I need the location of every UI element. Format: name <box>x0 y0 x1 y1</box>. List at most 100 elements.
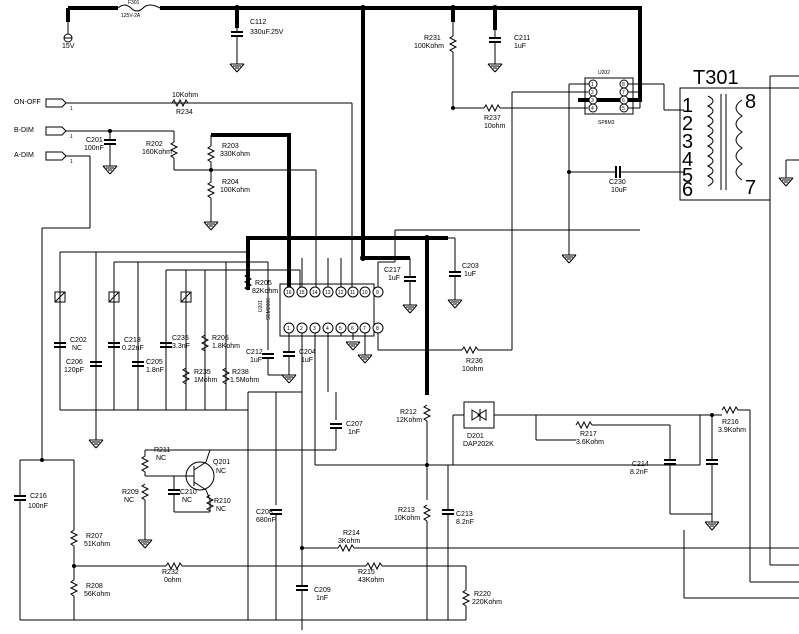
c202-ref: C202 <box>70 337 87 344</box>
cap-c230: C230 10uF <box>567 165 684 194</box>
svg-text:2: 2 <box>682 113 693 135</box>
c217-value: 1uF <box>388 275 400 282</box>
res-r207-r208: R207 51Kohm R208 56Kohm <box>42 459 110 620</box>
svg-text:6: 6 <box>351 326 354 332</box>
power-bus <box>66 6 642 395</box>
c215-ref: C213 <box>456 511 473 518</box>
c204-value: 1uF <box>301 357 313 364</box>
svg-text:16: 16 <box>286 290 292 296</box>
svg-text:1: 1 <box>682 95 693 117</box>
svg-text:12: 12 <box>338 290 344 296</box>
r220-value: 220Kohm <box>472 599 502 606</box>
r238-value: 1Mohm <box>194 377 218 384</box>
r214-ref: R214 <box>343 530 360 537</box>
r210-ref: R210 <box>214 498 231 505</box>
cap-c211: C211 1uF <box>487 30 530 73</box>
transistor-q201: Q201 NC R211 NC R209 NC C210 NC R210 NC <box>122 447 231 549</box>
d201-ref: D201 <box>467 433 484 440</box>
c208-value: 680nF <box>256 517 276 524</box>
r205-ref: R238 <box>232 369 249 376</box>
svg-text:2: 2 <box>300 326 303 332</box>
svg-text:6: 6 <box>622 98 625 104</box>
d201-part: DAP202K <box>463 441 494 448</box>
c213-ref: C214 <box>632 461 649 468</box>
res-r214: R214 3Kohm <box>302 530 799 552</box>
c218-value: 0.22nF <box>122 345 144 352</box>
c207-ref: C207 <box>346 421 363 428</box>
t301-label: T301 <box>693 67 739 89</box>
r234-ref: R234 <box>176 109 193 116</box>
c211-value: 1uF <box>514 43 526 50</box>
r209-value: NC <box>124 497 134 504</box>
r231-ref: R231 <box>424 35 441 42</box>
r217-value: 3.6Kohm <box>576 439 604 446</box>
transformer-t301: T301 1 2 3 4 5 6 8 7 <box>679 67 799 201</box>
cap-c213: C214 8.2nF <box>630 425 712 515</box>
cap-c201: C201 100nF <box>84 129 118 175</box>
r234-value: 10Kohm <box>172 92 198 99</box>
c235-value: 3.3nF <box>172 343 190 350</box>
q201-ref: Q201 <box>213 459 230 466</box>
svg-text:8: 8 <box>745 91 756 113</box>
r232-value: 0ohm <box>164 577 182 584</box>
r210-value: NC <box>216 506 226 513</box>
res-r212-r213: R212 12Kohm R213 10Kohm C213 8.2nF <box>394 404 474 620</box>
svg-text:3: 3 <box>682 131 693 153</box>
ic-u201: U201 SEM2006 16 15 14 13 12 11 10 9 1 2 … <box>258 229 640 364</box>
res-r220: R220 220Kohm <box>427 566 502 621</box>
r215-value: 43Kohm <box>358 577 384 584</box>
r216-ref: R216 <box>722 419 739 426</box>
r213-value: 10Kohm <box>394 515 420 522</box>
r204-ref: R204 <box>222 179 239 186</box>
svg-text:1: 1 <box>287 326 290 332</box>
res-r232-r215: R232 0ohm R215 43Kohm <box>74 562 466 584</box>
ic-ref: U201 <box>258 300 264 312</box>
svg-text:14: 14 <box>312 290 318 296</box>
r215-ref: R215 <box>358 569 375 576</box>
c207-value: 1nF <box>348 429 360 436</box>
cap-c216: C216 100nF <box>13 458 427 621</box>
ic-pins-top: 16 15 14 13 12 11 10 9 <box>283 286 384 298</box>
q201-value: NC <box>216 468 226 475</box>
cap-c214 <box>704 413 720 531</box>
svg-text:13: 13 <box>325 290 331 296</box>
r235-ref: R206 <box>212 335 229 342</box>
c211-ref: C211 <box>514 35 530 42</box>
res-r216: R216 3.9Kohm <box>700 406 799 583</box>
c112-value: 330uF.25V <box>250 29 284 36</box>
c210-ref: C210 <box>180 489 197 496</box>
c212-ref: C212 <box>246 349 263 356</box>
c201-ref: C201 <box>86 137 103 144</box>
c216-ref: C216 <box>30 493 47 500</box>
c230-ref: C230 <box>609 179 626 186</box>
r236-value: 10ohm <box>462 366 484 373</box>
r214-value: 3Kohm <box>338 538 360 545</box>
r204-value: 100Kohm <box>220 187 250 194</box>
res-r217: R217 3.6Kohm <box>535 415 670 446</box>
u202-part: SP8M3 <box>598 120 615 126</box>
c209-value: 1nF <box>316 595 328 602</box>
c208-ref: C208 <box>256 509 273 516</box>
supply-label: 15V <box>62 43 75 50</box>
svg-text:6: 6 <box>682 179 693 201</box>
r211-value: NC <box>156 455 166 462</box>
fuse-ref: F301 <box>128 0 140 6</box>
r231-value: 100Kohm <box>414 43 444 50</box>
c206-value: 120pF <box>64 367 84 374</box>
res-r203-r204: R203 330Kohm R204 100Kohm <box>203 135 250 231</box>
svg-text:7: 7 <box>363 326 366 332</box>
svg-text:5: 5 <box>339 326 342 332</box>
r206-value: 82Kohm <box>252 288 278 295</box>
c203-value: 1uF <box>464 271 476 278</box>
r203-ref: R203 <box>222 143 239 150</box>
c235-ref: C235 <box>172 335 189 342</box>
c201-value: 100nF <box>84 145 104 152</box>
fuse-f301: F301 125V-2A <box>117 0 161 19</box>
right-edge-wires <box>683 200 799 599</box>
r202-value: 160Kohm <box>142 149 172 156</box>
svg-text:3: 3 <box>313 326 316 332</box>
svg-text:4: 4 <box>591 106 594 112</box>
res-r236: R236 10ohm <box>461 91 588 373</box>
r238-ref: R235 <box>194 369 211 376</box>
